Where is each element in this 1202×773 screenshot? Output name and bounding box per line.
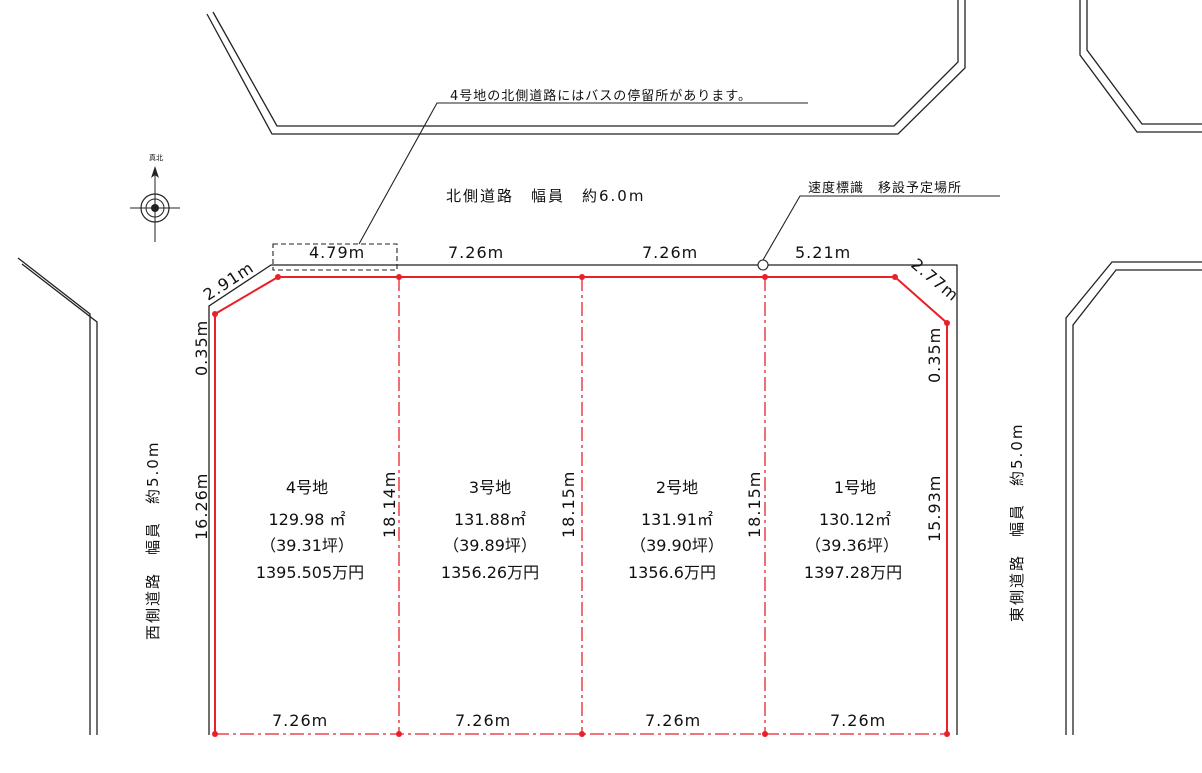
lot-area: 131.88㎡: [454, 510, 526, 529]
compass-label: 真北: [149, 153, 163, 162]
road-west-edge: [17, 257, 98, 735]
lot-name: 4号地: [286, 478, 328, 497]
vertex-marker: [944, 731, 950, 737]
dim-corner-nw: 2.91m: [200, 258, 257, 305]
vertex-marker: [892, 274, 898, 280]
dim-top-lot2: 7.26m: [642, 243, 698, 262]
vertex-marker: [762, 274, 768, 280]
vertex-marker: [944, 320, 950, 326]
dim-west-short: 0.35m: [192, 320, 211, 376]
dim-top-lot4: 4.79m: [309, 243, 365, 262]
lot-name: 3号地: [469, 478, 511, 497]
vertex-marker: [762, 731, 768, 737]
vertex-marker: [396, 731, 402, 737]
road-east-edge: [1065, 261, 1202, 735]
site-outer-line: [208, 264, 958, 735]
speed-sign-marker: [757, 259, 769, 271]
dim-bottom-lot3: 7.26m: [455, 711, 511, 730]
north-arrow-icon: 真北: [130, 153, 180, 242]
lot-area: 131.91㎡: [641, 510, 713, 529]
lot-1-info: 1号地 130.12㎡ （39.36坪） 1397.28万円: [804, 478, 902, 582]
lot-tsubo: （39.31坪）: [260, 536, 354, 555]
dim-top-lot1: 5.21m: [795, 243, 851, 262]
lot-tsubo: （39.89坪）: [443, 536, 537, 555]
dim-bottom-lot1: 7.26m: [830, 711, 886, 730]
dim-top-lot3: 7.26m: [448, 243, 504, 262]
dim-east-side: 15.93m: [925, 475, 944, 542]
lot-price: 1395.505万円: [256, 563, 364, 582]
road-north-edge: [206, 0, 966, 135]
vertex-marker: [212, 311, 218, 317]
dim-divider-2-1: 18.15m: [745, 471, 764, 538]
bus-stop-marker: [272, 243, 398, 271]
dim-divider-4-3: 18.14m: [380, 471, 399, 538]
lot-tsubo: （39.36坪）: [805, 536, 899, 555]
speed-sign-note: 速度標識 移設予定場所: [808, 180, 962, 196]
dim-bottom-lot4: 7.26m: [272, 711, 328, 730]
lot-tsubo: （39.90坪）: [630, 536, 724, 555]
lot-name: 2号地: [656, 478, 698, 497]
vertex-marker: [396, 274, 402, 280]
bus-stop-note: 4号地の北側道路にはバスの停留所があります。: [450, 88, 752, 104]
vertex-marker: [579, 274, 585, 280]
lot-area: 130.12㎡: [819, 510, 891, 529]
lot-price: 1356.6万円: [628, 563, 716, 582]
road-label-west: 西側道路 幅員 約5.0m: [144, 441, 162, 640]
vertex-marker: [212, 731, 218, 737]
road-label-north: 北側道路 幅員 約6.0m: [446, 187, 645, 205]
plot-boundary: [214, 276, 948, 734]
lot-3-info: 3号地 131.88㎡ （39.89坪） 1356.26万円: [441, 478, 539, 582]
lot-area: 129.98 ㎡: [268, 510, 345, 529]
speed-sign-leader-line: [762, 195, 1000, 261]
dim-bottom-lot2: 7.26m: [645, 711, 701, 730]
lot-price: 1356.26万円: [441, 563, 539, 582]
dim-divider-3-2: 18.15m: [559, 471, 578, 538]
vertex-marker: [579, 731, 585, 737]
lot-2-info: 2号地 131.91㎡ （39.90坪） 1356.6万円: [628, 478, 724, 582]
dim-east-short: 0.35m: [925, 327, 944, 383]
vertex-marker: [275, 274, 281, 280]
dim-corner-ne: 2.77m: [907, 255, 962, 306]
bus-stop-leader-line: [358, 102, 808, 245]
lot-price: 1397.28万円: [804, 563, 902, 582]
road-ne-corner: [1079, 0, 1202, 133]
dim-west-side: 16.26m: [192, 473, 211, 540]
lot-4-info: 4号地 129.98 ㎡ （39.31坪） 1395.505万円: [256, 478, 364, 582]
lot-name: 1号地: [834, 478, 876, 497]
boundary-vertices: [212, 274, 950, 737]
road-label-east: 東側道路 幅員 約5.0m: [1008, 423, 1026, 622]
